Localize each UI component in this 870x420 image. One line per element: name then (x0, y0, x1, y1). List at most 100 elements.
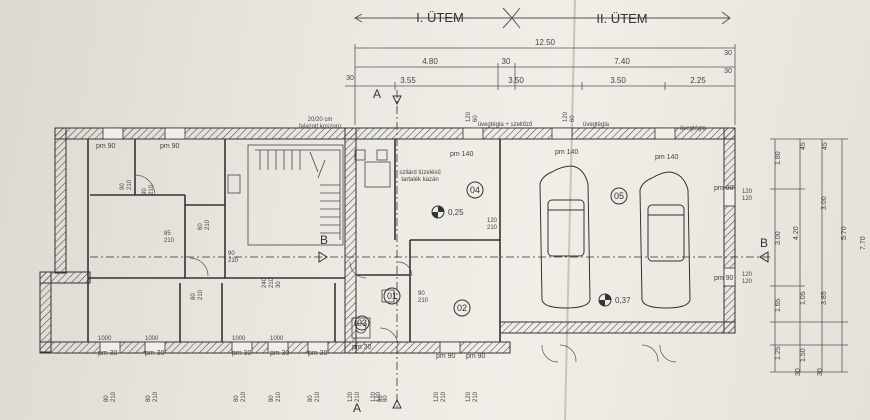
parapet-4: pm 140 (555, 149, 578, 156)
note-szilard: szilárd tüzelésű (399, 170, 441, 176)
room-numbers: 01 02 03 04 05 (354, 181, 628, 331)
section-a-top: A (373, 87, 381, 101)
bottom-tags: 80210 80210 80210 80210 80210 12080 120210 1202… (104, 391, 479, 402)
dim-row2-right: 7.40 (614, 57, 630, 66)
right-dim-m: 3.85 (821, 291, 828, 305)
parapet-9: pm 30 (232, 350, 252, 357)
right-dim-g: 5.70 (841, 226, 848, 240)
bottom-tag-8: 120210 (466, 391, 479, 402)
door-tag-d15: 1000 (145, 336, 159, 342)
parapet-labels: pm 90 pm 90 pm 140 pm 140 pm 140 pm 90 p… (96, 143, 734, 360)
section-lines (90, 90, 770, 410)
dim-total: 12.50 (535, 38, 556, 47)
staircase (247, 144, 344, 246)
door-tag-d17: 1000 (270, 336, 284, 342)
level-2: 0,37 (615, 296, 631, 305)
parapet-13: pm 90 (436, 353, 456, 360)
room-02: 02 (457, 303, 467, 313)
room-05: 05 (614, 191, 624, 201)
parapet-5: pm 140 (655, 154, 678, 161)
bottom-tag-4: 80210 (269, 391, 282, 402)
right-dim-d: 4.20 (793, 226, 800, 240)
parapet-6: pm 90 (714, 185, 734, 192)
level-markers: 0,25 0,37 (431, 205, 631, 307)
dim-edge-c: 30 (724, 68, 732, 75)
bottom-tag-3: 80210 (234, 391, 247, 402)
dim-row2-left: 4.80 (422, 57, 438, 66)
dim-row3-b: 3.50 (508, 76, 524, 85)
bottom-tag-9: 120210 (348, 391, 361, 402)
room-03: 03 (357, 318, 367, 328)
top-dimension-values: 12.50 4.80 30 7.40 3.55 3.50 3.50 2.25 3… (346, 38, 732, 85)
section-b-left: B (320, 233, 328, 247)
right-dim-i: 1.65 (775, 298, 782, 312)
parapet-7: pm 30 (98, 350, 118, 357)
right-dim-a: 1.80 (775, 151, 782, 165)
door-tag-d2: 90210 (142, 184, 155, 195)
parapet-10: pm 30 (270, 350, 290, 357)
door-tag-d12: 24021030 (262, 277, 282, 288)
right-dim-n: 30 (795, 368, 802, 376)
right-dim-j: 1.05 (800, 291, 807, 305)
note-falazott-koszoru: falazott koszorú (299, 124, 341, 130)
parapet-11: pm 30 (308, 350, 328, 357)
right-dim-o: 30 (817, 368, 824, 376)
dim-edge-b: 30 (724, 50, 732, 57)
section-marks: A A B B (318, 87, 769, 415)
phase-banner: I. ÜTEM II. ÜTEM (353, 7, 731, 29)
window-marks (99, 127, 736, 354)
car-right (639, 171, 691, 309)
door-tag-d9: 60210 (198, 219, 211, 230)
note-falazott-size: 20/20 cm (308, 117, 333, 123)
bottom-tag-10: 12080 (371, 391, 384, 402)
garage-cars (539, 165, 691, 309)
right-dim-c: 45 (822, 142, 829, 150)
dim-row3-c: 3.50 (610, 76, 626, 85)
note-tartalek: tartalék kazán (401, 177, 438, 183)
room-04: 04 (470, 185, 480, 195)
right-dim-b: 45 (800, 142, 807, 150)
car-left (539, 165, 591, 309)
bottom-tag-1: 80210 (104, 391, 117, 402)
dim-row2-mid: 30 (502, 57, 511, 66)
door-tag-d5: 12060 (466, 111, 479, 122)
bottom-tag-5: 80210 (308, 391, 321, 402)
note-uvegtegla-2: üvegtégla (680, 126, 707, 132)
parapet-2: pm 90 (160, 143, 180, 150)
phase-1-label: I. ÜTEM (416, 10, 464, 25)
section-b-right: B (760, 236, 768, 250)
note-uvegtegla-1: üvegtégla (583, 122, 610, 128)
parapet-3: pm 140 (450, 151, 473, 158)
parapet-15: pm 90 (714, 275, 734, 282)
dim-row3-a: 3.55 (400, 76, 416, 85)
annotations: 20/20 cm falazott koszorú üvegtégla + sz… (299, 117, 707, 183)
parapet-12: pm 30 (352, 344, 372, 351)
right-dim-f: 3.00 (775, 231, 782, 245)
door-tag-d13: 80210 (191, 289, 204, 300)
level-1: 0,25 (448, 208, 464, 217)
boiler-fixtures (227, 149, 395, 339)
right-dimension-values: 1.80 45 45 4.20 3.00 3.00 5.70 7.70 1.65 1.05 1.25… (775, 142, 867, 376)
bottom-tag-2: 80210 (146, 391, 159, 402)
door-tag-d16: 1000 (232, 336, 246, 342)
note-uvegtegla-szellozo: üvegtégla + szellőző (478, 122, 533, 128)
bottom-tag-7: 120210 (434, 391, 447, 402)
parapet-14: pm 90 (466, 353, 486, 360)
door-swings (134, 174, 677, 363)
right-dim-e: 3.00 (821, 196, 828, 210)
dim-row3-d: 2.25 (690, 76, 706, 85)
right-dim-k: 1.25 (775, 346, 782, 360)
right-dim-h: 7.70 (860, 236, 867, 250)
section-a-bottom: A (353, 401, 361, 415)
door-tag-d14: 1000 (98, 336, 112, 342)
dim-edge-a: 30 (346, 75, 354, 82)
door-tag-d6: 12060 (563, 111, 576, 122)
